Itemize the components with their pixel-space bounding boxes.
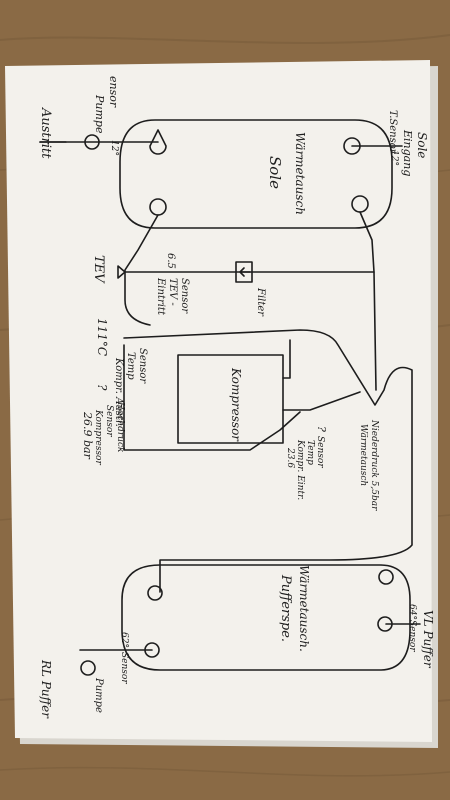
discharge-line: [123, 329, 413, 593]
label-austritt: Austritt: [38, 107, 53, 159]
label-tev-sensor-1: Sensor: [179, 278, 190, 314]
hx-sole-port-top-left: [149, 129, 167, 155]
label-sensor-comp-1: Sensor: [137, 348, 148, 384]
label-rl-pumpe: Pumpe: [93, 677, 104, 713]
label-sensor-left: ensor: [107, 76, 120, 108]
label-hx-puffer-2: Pufferspe.: [278, 574, 293, 642]
label-tev-sensor-2: TEV -: [167, 278, 178, 306]
hx-puffer-outline: [121, 564, 411, 671]
label-sensor-temp-value: 23.6: [285, 447, 295, 468]
label-vl-puffer: VL Puffer: [421, 610, 435, 669]
line-hx-to-tev: [124, 214, 159, 326]
hp-line: [123, 344, 301, 451]
label-hx-sole-1: Wärmetausch: [293, 132, 307, 215]
rl-pump-symbol: [80, 660, 96, 676]
label-sensor-comp-2: Temp: [125, 352, 136, 380]
label-rl-sensor: Sensor: [119, 652, 129, 684]
label-sensor-temp-3: Kompr. Eintr.: [295, 439, 305, 500]
pump-symbol: [84, 134, 100, 150]
compressor-out-line: [282, 391, 361, 411]
compressor-in-line: [282, 339, 291, 379]
label-sensor-temp-1: Sensor: [315, 436, 325, 468]
label-pumpe: Pumpe: [93, 94, 106, 134]
tev-valve: [117, 265, 126, 279]
label-hx-puffer-1: Wärmetausch.: [297, 565, 311, 652]
label-druck-2: Sensor: [104, 405, 114, 437]
label-sole-title: Sole: [415, 132, 429, 158]
schematic-drawing: [39, 119, 421, 676]
label-tev: TEV: [91, 255, 106, 284]
filter-arrow: [239, 267, 251, 277]
hx-puffer-port-left: [147, 585, 163, 601]
handwritten-labels: Sole Eingang T.Sensor 12° ensor Pumpe 12…: [38, 76, 435, 719]
label-vl-sensor: Sensor: [407, 620, 417, 652]
label-question-1: ?: [95, 384, 109, 391]
label-tev-value: 6.5: [165, 253, 176, 269]
label-druck-1: Hochdruck: [115, 401, 125, 452]
label-question-2: ?: [315, 426, 328, 432]
label-druck-value: 26.9 bar: [81, 411, 94, 460]
label-sensor-temp-2: Temp: [305, 440, 315, 465]
paper-sheet: [5, 60, 432, 742]
label-niederdruck-1: Niederdruck 5,5bar: [369, 419, 379, 511]
label-rl-value: 62°: [119, 632, 129, 648]
label-temp-111: 111°C: [95, 318, 109, 356]
label-sole-eingang: Eingang: [401, 129, 414, 176]
label-niederdruck-2: Wärmetausch: [358, 424, 368, 486]
label-filter: Filter: [255, 287, 266, 317]
label-sensor-comp-3: Kompr. Austr.: [113, 357, 124, 427]
label-tev-sensor-3: Eintritt: [155, 277, 166, 316]
label-rl-puffer: RL Puffer: [39, 659, 53, 719]
hx-puffer-port-top-right: [378, 569, 394, 585]
line-hx-right-down: [359, 211, 377, 391]
label-hx-sole-2: Sole: [266, 156, 284, 189]
label-druck-3: Kompressor: [93, 409, 103, 465]
label-t-sensor-value: 12°: [389, 150, 399, 166]
label-kompressor: Kompressor: [229, 367, 243, 442]
hx-sole-outline: [119, 119, 393, 229]
label-t-sensor: T.Sensor: [387, 110, 398, 155]
filter-symbol: [235, 261, 253, 283]
label-pumpe-value: 12°: [109, 140, 119, 156]
compressor-box: [177, 354, 284, 444]
label-vl-value: 64°: [407, 604, 417, 620]
